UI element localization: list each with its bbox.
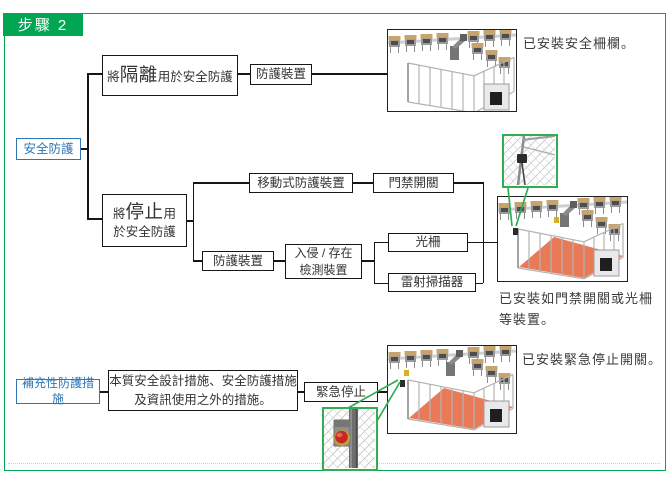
connector-line (476, 282, 483, 284)
connector-line (193, 260, 202, 262)
box-laser-scanner: 雷射掃描器 (388, 273, 476, 292)
box-use-stop: 將停止用 於安全防護 (102, 194, 187, 247)
factory-illustration-devices (498, 197, 627, 280)
control-cabinet (483, 400, 510, 428)
door-switch-closeup (504, 136, 555, 185)
connector-line (298, 391, 304, 393)
fence-mesh (504, 136, 555, 185)
caption-fence-installed: 已安裝安全柵欄。 (523, 36, 636, 51)
connector-line (374, 282, 388, 284)
connector-line (362, 260, 375, 262)
factory-image-safety-fence (387, 29, 517, 112)
connector-line (274, 260, 285, 262)
essential-measures-line2: 及資訊使用之外的措施。 (134, 392, 272, 407)
box-essential-measures: 本質安全設計措施、安全防護措施 及資訊使用之外的措施。 (108, 370, 298, 411)
control-cabinet (593, 249, 620, 277)
connector-line (87, 73, 89, 220)
inset-door-switch-photo (502, 134, 558, 188)
connector-line (378, 391, 387, 393)
robot-arm (446, 350, 463, 376)
estop-button-closeup (324, 409, 375, 468)
connector-line (373, 241, 375, 284)
control-cabinet (483, 83, 510, 111)
connector-line (88, 218, 102, 220)
emergency-stop-label: 緊急停止 (315, 384, 366, 399)
connector-line (238, 73, 250, 75)
fence-lines (407, 56, 515, 111)
connector-line (193, 182, 249, 184)
box-door-switch: 門禁開關 (373, 173, 454, 193)
robot-arm (560, 201, 577, 227)
movable-guard-label: 移動式防護裝置 (257, 175, 345, 190)
connector-line (187, 220, 194, 222)
connector-line (192, 182, 194, 262)
intrusion-line1: 入侵 / 存在 (294, 246, 353, 261)
factory-illustration-fence (388, 30, 516, 111)
box-use-stop-line2: 於安全防護 (113, 225, 176, 240)
box-intrusion-detection: 入侵 / 存在 檢測裝置 (285, 244, 362, 279)
door-switch-device (513, 228, 518, 235)
laser-scanner-label: 雷射掃描器 (400, 275, 464, 290)
caption-devices-line1: 已安裝如門禁開關或光柵 (499, 291, 654, 306)
box-emergency-stop: 緊急停止 (304, 382, 378, 402)
stop-prefix: 將 (112, 207, 126, 222)
stop-suffix: 用 (163, 207, 177, 222)
connector-line (468, 241, 497, 243)
connector-line (80, 148, 88, 150)
caption-devices-installed: 已安裝如門禁開關或光柵 等裝置。 (499, 288, 653, 330)
box-light-curtain: 光柵 (388, 233, 468, 252)
stop-big-text: 停止 (125, 201, 164, 223)
box-use-isolation: 將隔離用於安全防護 (102, 55, 238, 96)
connector-line (88, 73, 102, 75)
step-label: 步驟 2 (17, 17, 69, 34)
door-switch-label: 門禁開關 (388, 175, 439, 190)
connector-line (374, 241, 388, 243)
intrusion-line2: 檢測裝置 (299, 262, 348, 277)
robot-arm (450, 34, 467, 60)
light-curtain-label: 光柵 (415, 235, 441, 250)
device-cable (521, 162, 526, 185)
caption-devices-line2: 等裝置。 (499, 312, 556, 327)
fence-post (349, 409, 358, 468)
step-badge: 步驟 2 (3, 13, 83, 36)
box-guard-device-top: 防護裝置 (250, 64, 312, 85)
signal-device (404, 370, 409, 376)
connector-line (100, 391, 108, 393)
guard-device-bottom-label: 防護裝置 (212, 253, 263, 268)
connector-line (312, 73, 387, 75)
box-supplementary-measures: 補充性防護措施 (16, 375, 100, 406)
factory-image-detection-devices (497, 196, 628, 282)
box-movable-guard: 移動式防護裝置 (249, 173, 353, 193)
box-safety-protection: 安全防護 (16, 138, 81, 160)
isolation-suffix: 用於安全防護 (157, 70, 233, 85)
guard-device-top-label: 防護裝置 (255, 67, 306, 82)
factory-image-emergency-stop (387, 345, 517, 434)
door-switch-device (517, 154, 527, 163)
light-curtain-device (554, 217, 559, 223)
factory-illustration-estop (388, 346, 516, 431)
emergency-stop-button (333, 419, 351, 447)
isolation-prefix: 將 (107, 70, 120, 85)
box-safety-protection-label: 安全防護 (23, 141, 74, 156)
connector-line (353, 182, 373, 184)
box-guard-device-bottom: 防護裝置 (202, 251, 274, 271)
caption-estop-installed: 已安裝緊急停止開關。 (522, 352, 663, 367)
inset-emergency-stop-photo (322, 407, 378, 471)
connector-line (482, 182, 484, 283)
connector-line (454, 182, 484, 184)
box-use-stop-line1: 將停止用 (113, 200, 176, 224)
estop-switch-device (400, 380, 405, 387)
box-supplementary-label: 補充性防護措施 (21, 375, 94, 406)
essential-measures-line1: 本質安全設計措施、安全防護措施 (109, 373, 297, 388)
box-use-isolation-label: 將隔離用於安全防護 (107, 63, 233, 87)
isolation-big-text: 隔離 (119, 64, 158, 86)
